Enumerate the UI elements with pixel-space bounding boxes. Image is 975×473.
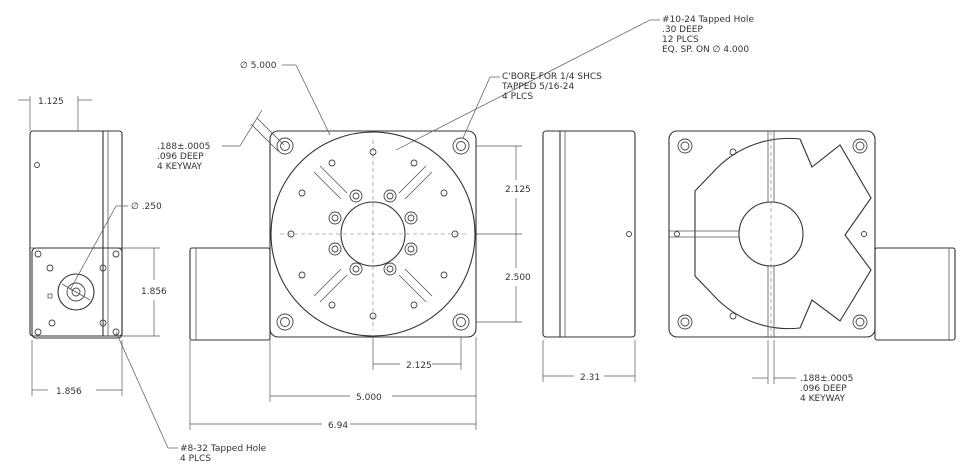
tapped-10-24-note: #10-24 Tapped Hole .30 DEEP 12 PLCS EQ. … <box>662 15 754 55</box>
keyway-note-right: .188±.0005 .096 DEEP 4 KEYWAY <box>800 374 853 404</box>
rear-view <box>668 130 956 384</box>
note-line: C'BORE FOR 1/4 SHCS <box>502 72 602 82</box>
dim-2125-vertical: 2.125 <box>505 185 531 195</box>
note-line: #8-32 Tapped Hole <box>180 444 267 454</box>
counterbored-holes <box>328 189 418 276</box>
cbore-note: C'BORE FOR 1/4 SHCS TAPPED 5/16-24 4 PLC… <box>501 72 602 102</box>
dim-1856-vertical: 1.856 <box>141 287 167 297</box>
note-line: .188±.0005 <box>800 374 853 384</box>
dim-2125-horizontal: 2.125 <box>406 361 432 371</box>
tapped-8-32-note: #8-32 Tapped Hole 4 PLCS <box>180 444 267 464</box>
note-line: EQ. SP. ON ∅ 4.000 <box>662 45 749 55</box>
note-line: .096 DEEP <box>800 384 847 394</box>
note-line: .096 DEEP <box>157 152 204 162</box>
note-line: 4 PLCS <box>502 92 533 102</box>
rotary-table-disk <box>270 131 476 337</box>
dim-231: 2.31 <box>580 373 600 383</box>
housing-rear <box>668 130 876 338</box>
note-line: 4 KEYWAY <box>800 394 846 404</box>
motor-body-front <box>189 247 271 341</box>
side-view-right: 2.31 <box>542 130 636 383</box>
front-view: 2.125 2.500 2.125 5.000 6.94 <box>189 19 660 431</box>
note-line: .188±.0005 <box>157 142 210 152</box>
dim-694: 6.94 <box>328 421 348 431</box>
dia-5000-label: ∅ 5.000 <box>240 61 277 71</box>
note-line: TAPPED 5/16-24 <box>501 82 574 92</box>
note-line: .30 DEEP <box>662 25 703 35</box>
rear-plate <box>694 137 872 330</box>
dim-1856-horizontal: 1.856 <box>56 387 82 397</box>
note-line: 12 PLCS <box>662 35 699 45</box>
motor-face-small <box>31 247 123 339</box>
dim-5000: 5.000 <box>356 393 382 403</box>
radial-slots <box>313 165 433 303</box>
left-side-view: 1.125 1.856 1.856 ∅ .250 <box>18 96 178 449</box>
note-line: 4 PLCS <box>180 454 211 464</box>
note-line: #10-24 Tapped Hole <box>662 15 754 25</box>
dia-250-label: ∅ .250 <box>131 202 162 212</box>
keyway-note-left: .188±.0005 .096 DEEP 4 KEYWAY <box>157 142 210 172</box>
dim-2500: 2.500 <box>505 273 531 283</box>
dim-1125: 1.125 <box>38 97 64 107</box>
note-line: 4 KEYWAY <box>157 162 203 172</box>
motor-body-rear <box>874 247 956 341</box>
